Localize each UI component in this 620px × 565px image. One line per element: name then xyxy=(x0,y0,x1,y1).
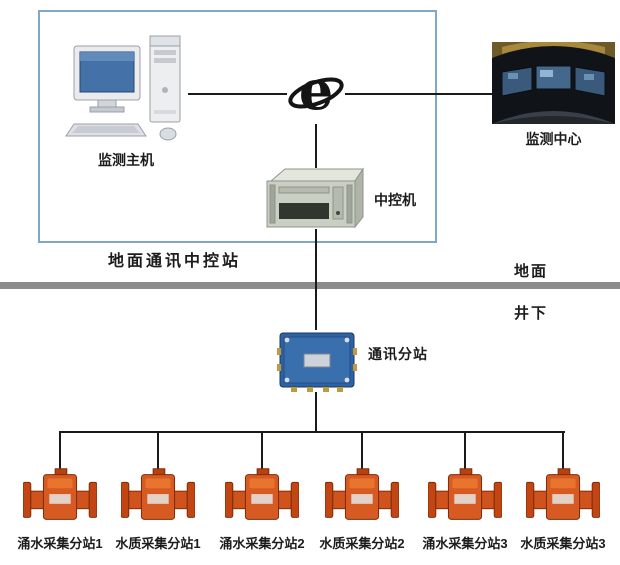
bus-drop-3 xyxy=(261,431,263,469)
svg-text:e: e xyxy=(299,62,333,122)
device-label-1: 涌水采集分站1 xyxy=(17,536,103,551)
underground-label: 井下 xyxy=(514,305,549,322)
connector-internet-to-center xyxy=(345,93,492,95)
comm-substation-graphic xyxy=(277,330,357,392)
bus-drop-1 xyxy=(59,431,61,469)
device-water-inflow-2 xyxy=(225,468,299,526)
monitor-host-graphic xyxy=(64,34,188,146)
device-water-quality-3 xyxy=(526,468,600,526)
device-water-inflow-3 xyxy=(428,468,502,526)
device-water-quality-2 xyxy=(325,468,399,526)
bus-drop-5 xyxy=(464,431,466,469)
device-label-4: 水质采集分站2 xyxy=(319,536,405,551)
central-machine-label: 中控机 xyxy=(374,192,416,208)
connector-machine-to-substation xyxy=(315,229,317,330)
connector-internet-to-machine xyxy=(315,124,317,168)
bus-drop-4 xyxy=(361,431,363,469)
bus-line xyxy=(59,431,565,433)
bus-drop-6 xyxy=(562,431,564,469)
ground-divider-line xyxy=(0,282,620,289)
connector-host-to-internet xyxy=(188,93,287,95)
device-water-quality-1 xyxy=(121,468,195,526)
internet-e-icon: e xyxy=(287,62,345,124)
device-label-3: 涌水采集分站2 xyxy=(219,536,305,551)
surface-label: 地面 xyxy=(514,263,549,280)
monitor-center-graphic xyxy=(492,42,615,124)
monitor-host-label: 监测主机 xyxy=(98,152,154,168)
device-water-inflow-1 xyxy=(23,468,97,526)
connector-substation-to-bus xyxy=(315,392,317,432)
monitor-center-label: 监测中心 xyxy=(525,131,582,147)
device-label-6: 水质采集分站3 xyxy=(520,536,606,551)
central-machine-graphic xyxy=(265,167,367,229)
device-label-5: 涌水采集分站3 xyxy=(422,536,508,551)
device-label-2: 水质采集分站1 xyxy=(115,536,201,551)
surface-station-label: 地面通讯中控站 xyxy=(108,253,242,270)
bus-drop-2 xyxy=(157,431,159,469)
substation-label: 通讯分站 xyxy=(368,346,428,362)
